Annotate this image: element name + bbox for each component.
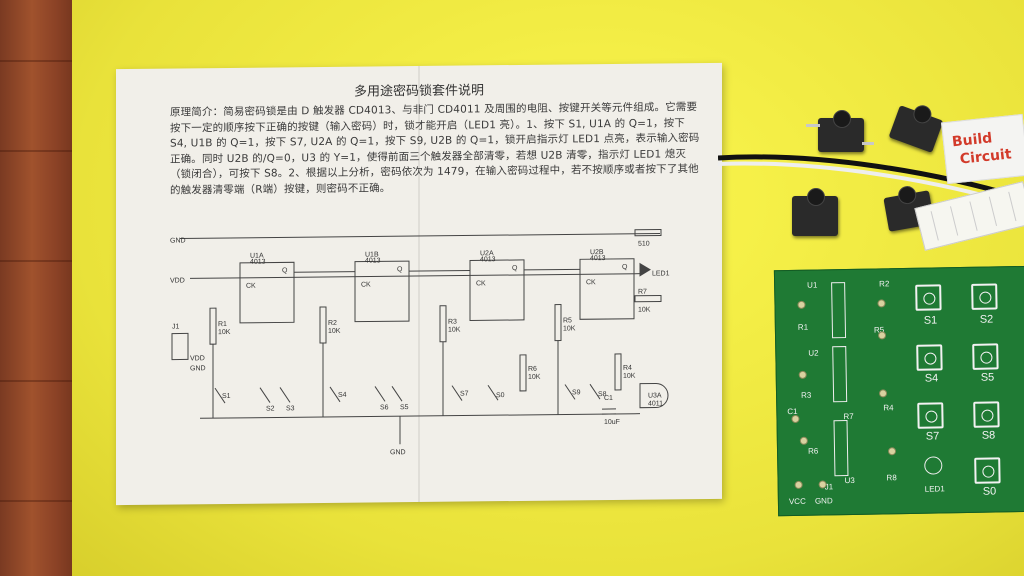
- svg-text:R3: R3: [448, 319, 457, 326]
- svg-text:4011: 4011: [648, 400, 663, 407]
- svg-text:10K: 10K: [328, 328, 341, 335]
- sheet-title: 多用途密码锁套件说明: [353, 83, 484, 100]
- svg-text:10K: 10K: [448, 327, 461, 334]
- tactile-switch: [818, 110, 864, 152]
- svg-text:510: 510: [638, 241, 650, 248]
- svg-text:R5: R5: [563, 317, 572, 324]
- svg-text:R6: R6: [528, 366, 537, 373]
- svg-text:VDD: VDD: [190, 355, 205, 362]
- svg-text:10K: 10K: [623, 373, 636, 380]
- wooden-table-edge: [0, 0, 80, 576]
- svg-text:4013: 4013: [590, 255, 606, 262]
- svg-text:4013: 4013: [250, 259, 266, 266]
- svg-text:VDD: VDD: [170, 277, 185, 284]
- button-footprint: [915, 284, 942, 311]
- svg-text:4013: 4013: [365, 257, 381, 264]
- svg-text:10uF: 10uF: [604, 419, 620, 426]
- svg-text:Q: Q: [512, 265, 518, 272]
- svg-text:Q: Q: [282, 267, 288, 274]
- svg-text:S3: S3: [286, 405, 295, 412]
- svg-text:10K: 10K: [528, 374, 541, 381]
- svg-text:S9: S9: [572, 389, 581, 396]
- svg-text:S8: S8: [598, 391, 607, 398]
- svg-text:GND: GND: [170, 237, 186, 244]
- svg-text:CK: CK: [476, 280, 486, 287]
- svg-text:R1: R1: [218, 321, 227, 328]
- brand-line2: Circuit: [959, 146, 1013, 168]
- svg-text:R7: R7: [638, 289, 647, 296]
- svg-text:10K: 10K: [638, 307, 651, 314]
- svg-text:S0: S0: [496, 392, 505, 399]
- svg-text:C1: C1: [604, 395, 613, 402]
- svg-text:R4: R4: [623, 365, 632, 372]
- svg-text:U3A: U3A: [648, 392, 662, 399]
- svg-text:CK: CK: [246, 283, 256, 290]
- svg-text:U2B: U2B: [590, 249, 604, 256]
- pcb-board: U1 R2 R1 R5 U2 R3 R4 R7 C1 R6 U3 R8 J1 V…: [773, 265, 1024, 517]
- chip-label: U1A: [250, 253, 264, 260]
- svg-text:4013: 4013: [480, 256, 496, 263]
- svg-text:S2: S2: [266, 406, 275, 413]
- svg-text:CK: CK: [586, 279, 596, 286]
- svg-text:J1: J1: [172, 324, 179, 331]
- sheet-paragraph: 原理简介：简易密码锁是由 D 触发器 CD4013、与非门 CD4011 及周围…: [170, 101, 700, 197]
- tactile-switch: [792, 188, 838, 236]
- svg-text:10K: 10K: [563, 325, 576, 332]
- svg-text:R2: R2: [328, 320, 337, 327]
- svg-text:U1B: U1B: [365, 251, 379, 258]
- svg-text:Q: Q: [397, 266, 403, 273]
- svg-text:GND: GND: [390, 449, 406, 456]
- svg-text:S4: S4: [338, 392, 347, 399]
- svg-text:S6: S6: [380, 404, 389, 411]
- svg-text:S1: S1: [222, 393, 231, 400]
- svg-text:U2A: U2A: [480, 250, 494, 257]
- circuit-schematic: U1A U1B U2A U2B 4013 4013 4013 4013 CK CK…: [170, 228, 670, 456]
- brand-tag: Build Circuit: [940, 113, 1024, 185]
- svg-text:GND: GND: [190, 365, 206, 372]
- brand-line1: Build: [951, 130, 994, 151]
- svg-text:10K: 10K: [218, 329, 231, 336]
- svg-text:Q: Q: [622, 264, 628, 271]
- svg-text:S5: S5: [400, 404, 409, 411]
- instruction-sheet: 多用途密码锁套件说明 原理简介：简易密码锁是由 D 触发器 CD4013、与非门…: [116, 62, 722, 506]
- svg-text:S7: S7: [460, 390, 469, 397]
- svg-text:CK: CK: [361, 282, 371, 289]
- svg-text:LED1: LED1: [652, 270, 670, 277]
